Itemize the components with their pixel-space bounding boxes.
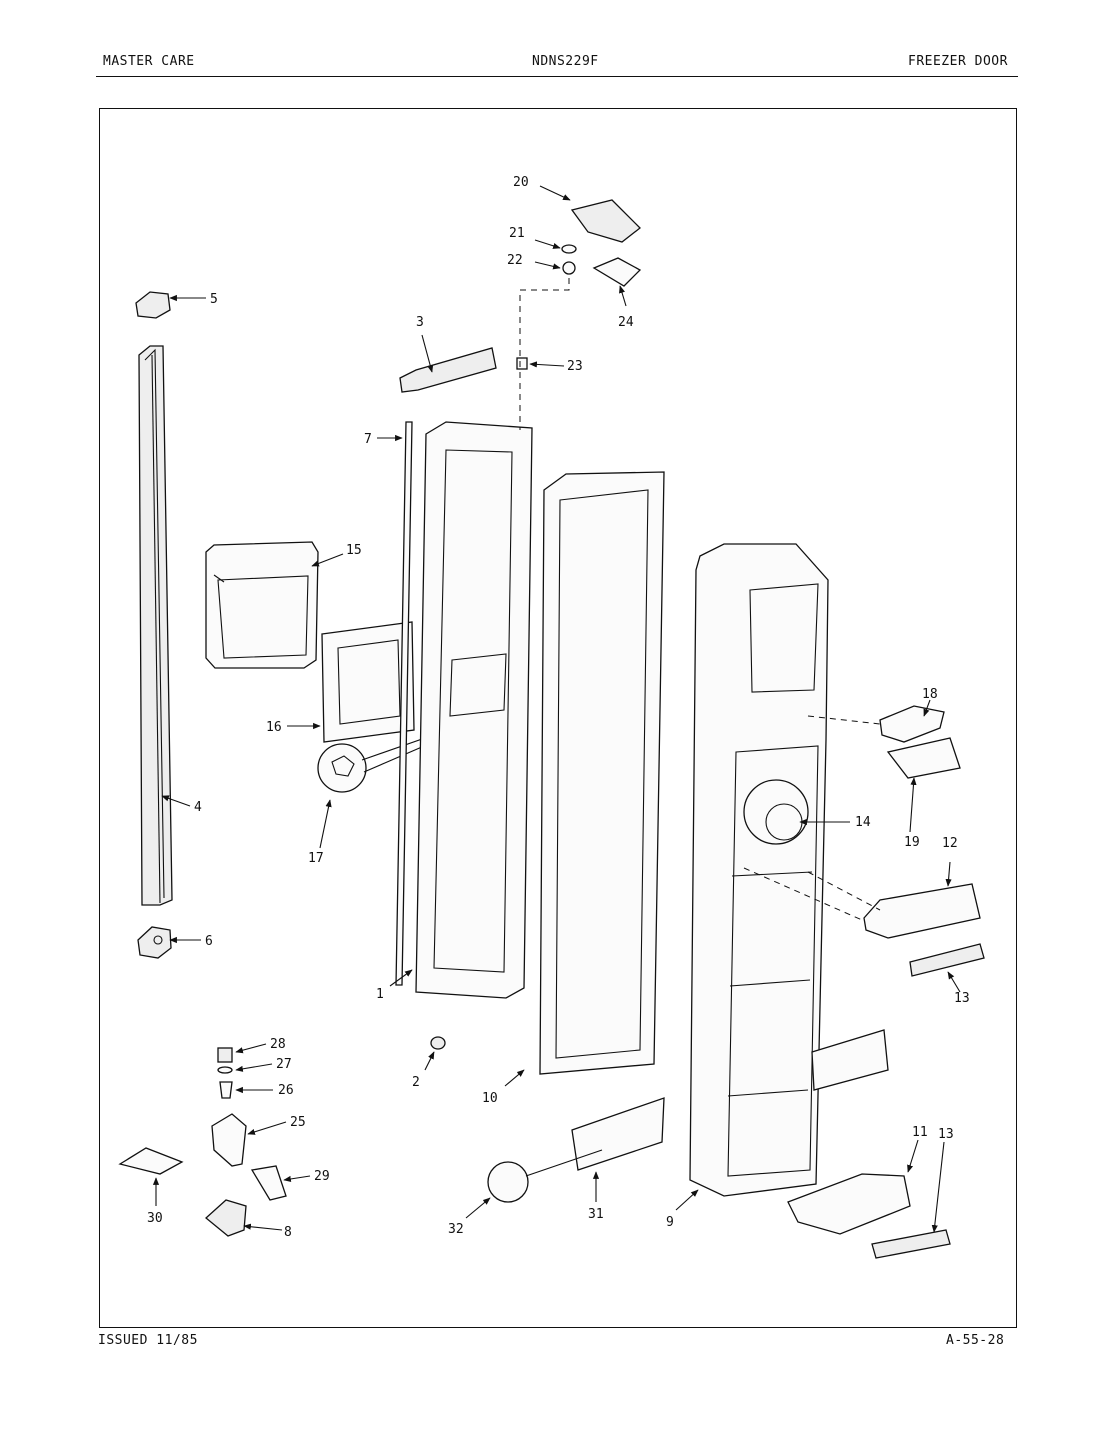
part-15-dispenser-housing <box>205 541 319 669</box>
callout-4: 4 <box>194 800 202 815</box>
callout-7: 7 <box>364 432 372 447</box>
assembly-line-chute <box>807 715 881 725</box>
part-23-cap <box>516 357 528 370</box>
part-side-strip <box>811 1029 889 1091</box>
part-26-pin <box>219 1081 233 1099</box>
leader-arrows <box>152 185 961 1233</box>
part-21-washer <box>561 244 577 254</box>
callout-19: 19 <box>904 835 920 850</box>
callout-27: 27 <box>276 1057 292 1072</box>
part-4-gasket <box>138 345 173 906</box>
callout-22: 22 <box>507 253 523 268</box>
part-18-chute <box>879 705 945 743</box>
callout-13-lower: 13 <box>938 1127 954 1142</box>
callout-23: 23 <box>567 359 583 374</box>
footer-page-code: A-55-28 <box>946 1333 1005 1348</box>
part-6-hinge-clip <box>137 926 172 959</box>
part-30-hinge-plate <box>118 1147 184 1175</box>
callout-29: 29 <box>314 1169 330 1184</box>
part-3-bracket <box>399 347 497 393</box>
part-2-plug <box>430 1036 446 1050</box>
part-7-rod <box>395 421 413 986</box>
header-model: NDNS229F <box>532 54 599 69</box>
header-brand: MASTER CARE <box>103 54 195 69</box>
part-32-detail-callout <box>487 1149 603 1203</box>
part-12-shelf-bin <box>863 883 981 939</box>
callout-25: 25 <box>290 1115 306 1130</box>
callout-12: 12 <box>942 836 958 851</box>
callout-28: 28 <box>270 1037 286 1052</box>
assembly-line-bin <box>807 871 881 911</box>
callout-14: 14 <box>855 815 871 830</box>
callout-32: 32 <box>448 1222 464 1237</box>
callout-30: 30 <box>147 1211 163 1226</box>
callout-16: 16 <box>266 720 282 735</box>
header-section: FREEZER DOOR <box>908 54 1008 69</box>
part-19-chute-guide <box>886 737 961 779</box>
part-25-hinge-bracket <box>211 1113 247 1167</box>
part-24-hinge-plate <box>592 257 642 287</box>
callout-5: 5 <box>210 292 218 307</box>
part-20-top-hinge <box>570 199 641 243</box>
callout-15: 15 <box>346 543 362 558</box>
part-22-bushing <box>562 261 576 275</box>
callout-24: 24 <box>618 315 634 330</box>
diagram-frame <box>99 108 1017 1328</box>
header-rule <box>96 76 1018 77</box>
callout-21: 21 <box>509 226 525 241</box>
callout-26: 26 <box>278 1083 294 1098</box>
callout-10: 10 <box>482 1091 498 1106</box>
part-27-washer <box>217 1066 233 1074</box>
part-9-door-shell <box>689 543 829 1197</box>
callout-6: 6 <box>205 934 213 949</box>
part-11-lower-bin <box>787 1173 911 1235</box>
callout-8: 8 <box>284 1225 292 1240</box>
footer-issued: ISSUED 11/85 <box>98 1333 198 1348</box>
part-16-trim-frame <box>321 621 415 743</box>
callout-18: 18 <box>922 687 938 702</box>
callout-13-upper: 13 <box>954 991 970 1006</box>
part-29-bracket <box>250 1165 287 1201</box>
callout-9: 9 <box>666 1215 674 1230</box>
callout-31: 31 <box>588 1207 604 1222</box>
part-10-gasket-frame <box>539 471 665 1075</box>
callout-3: 3 <box>416 315 424 330</box>
part-8-hinge <box>205 1199 247 1237</box>
part-1-door-liner <box>415 421 533 999</box>
assembly-line-hinge <box>519 278 570 430</box>
callout-11: 11 <box>912 1125 928 1140</box>
callout-2: 2 <box>412 1075 420 1090</box>
part-5-hinge-clip <box>135 291 171 319</box>
part-31-lower-panel <box>571 1097 665 1171</box>
part-13-trim-strip <box>871 943 985 1259</box>
part-28-spring <box>217 1047 233 1063</box>
callout-1: 1 <box>376 987 384 1002</box>
callout-17: 17 <box>308 851 324 866</box>
callout-20: 20 <box>513 175 529 190</box>
